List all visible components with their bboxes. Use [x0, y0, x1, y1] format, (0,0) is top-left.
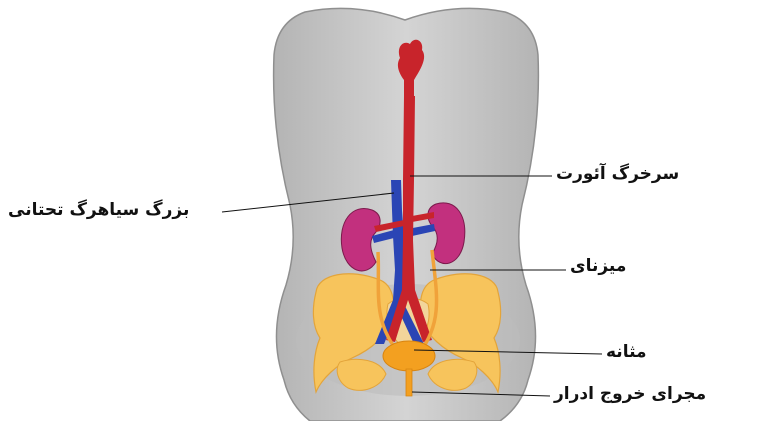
urethra-tube	[406, 369, 412, 396]
bladder-shape	[383, 341, 435, 371]
aorta-label: سرخرگ آئورت	[556, 166, 679, 183]
bladder-label: مثانه	[606, 344, 647, 361]
ureter-label: میزنای	[570, 258, 626, 275]
vena-cava-label: بزرگ سیاهرگ تحتانی	[8, 202, 189, 219]
urethra-label: مجرای خروج ادرار	[554, 386, 706, 403]
